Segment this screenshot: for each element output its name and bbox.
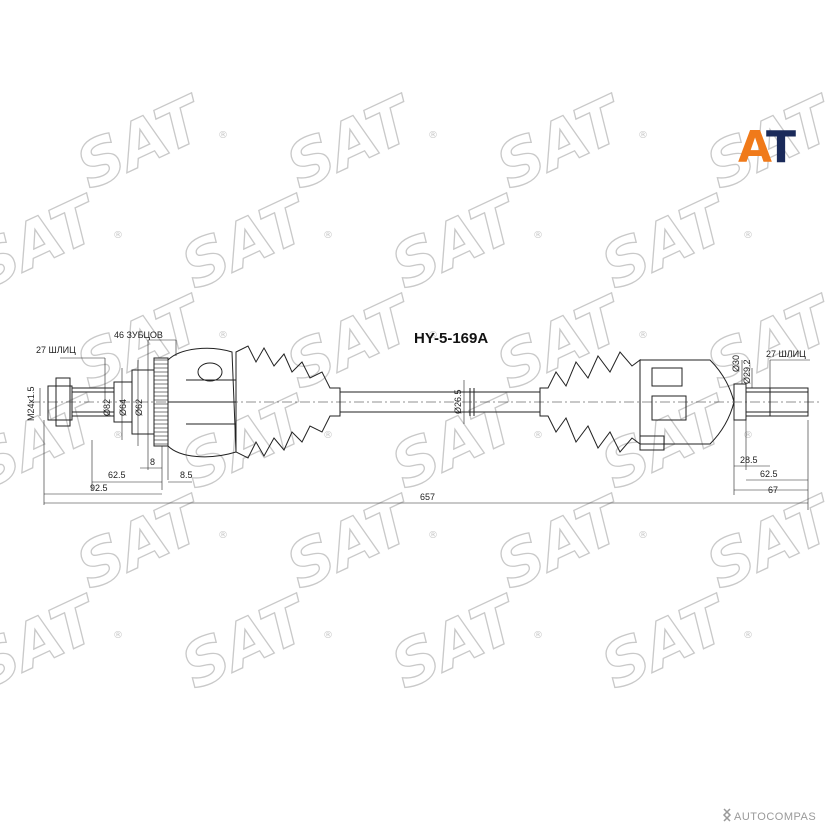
- sat-watermark: SAT: [275, 281, 427, 404]
- watermark-reg-mark: ®: [533, 230, 543, 241]
- sat-watermark: SAT: [590, 381, 742, 504]
- sat-watermark: SAT: [170, 381, 322, 504]
- autocompas-logo-icon: [722, 808, 732, 822]
- watermark-reg-mark: ®: [533, 430, 543, 441]
- sat-watermark: SAT: [170, 181, 322, 304]
- total-length: 657: [420, 492, 435, 502]
- watermark-reg-mark: ®: [113, 630, 123, 641]
- sat-watermark: SAT: [695, 281, 840, 404]
- watermark-reg-mark: ®: [638, 130, 648, 141]
- cv-ball: [197, 362, 223, 382]
- length-8: 8: [150, 457, 155, 467]
- right-spline-count: 27 ШЛИЦ: [766, 349, 806, 359]
- watermark-reg-mark: ®: [218, 530, 228, 541]
- length-62-5-left: 62.5: [108, 470, 126, 480]
- watermark-reg-mark: ®: [323, 230, 333, 241]
- right-spline-shaft: [745, 387, 809, 417]
- sat-watermark: SAT: [485, 81, 637, 204]
- length-67: 67: [768, 485, 778, 495]
- watermark-reg-mark: ®: [428, 530, 438, 541]
- watermark-reg-mark: ®: [743, 630, 753, 641]
- boot-clamp: [639, 435, 665, 451]
- right-diameter-30: Ø30: [731, 355, 741, 372]
- footer-brand: AUTOCOMPAS: [722, 808, 816, 823]
- part-number-title: HY-5-169A: [414, 330, 488, 347]
- sat-watermark: SAT: [590, 181, 742, 304]
- left-spline-count: 27 ШЛИЦ: [36, 345, 76, 355]
- watermark-reg-mark: ®: [638, 330, 648, 341]
- diameter-64: Ø64: [118, 399, 128, 416]
- length-28-5: 28.5: [740, 455, 758, 465]
- diameter-82: Ø82: [102, 399, 112, 416]
- sat-watermark: SAT: [275, 481, 427, 604]
- dimension-lines: [39, 339, 810, 510]
- watermark-reg-mark: ®: [323, 630, 333, 641]
- watermark-reg-mark: ®: [113, 430, 123, 441]
- watermark-reg-mark: ®: [113, 230, 123, 241]
- dimension-labels: 27 ШЛИЦ 46 ЗУБЦОВ M24x1.5 Ø82 Ø64 Ø62 8 …: [26, 330, 806, 502]
- length-8-5: 8.5: [180, 470, 193, 480]
- watermark-reg-mark: ®: [323, 430, 333, 441]
- right-diameter-29-2: Ø29.2: [742, 359, 752, 384]
- sat-watermark: SAT: [170, 581, 322, 704]
- watermark-reg-mark: ®: [743, 430, 753, 441]
- sat-watermark: SAT: [485, 481, 637, 604]
- thread-size: M24x1.5: [26, 386, 36, 421]
- logo-letter-a: A: [738, 122, 772, 173]
- diameter-62: Ø62: [134, 399, 144, 416]
- outer-boot: [235, 345, 341, 459]
- sat-watermark: SAT: [275, 81, 427, 204]
- drive-shaft-drawing: [30, 345, 820, 459]
- sat-watermark: SAT: [485, 281, 637, 404]
- shaft-diameter: Ø26.5: [453, 389, 463, 414]
- watermark-reg-mark: ®: [743, 230, 753, 241]
- tripod-roller-center: [651, 395, 687, 421]
- watermark-reg-mark: ®: [428, 130, 438, 141]
- abs-teeth: [154, 359, 168, 445]
- sat-watermark: SAT: [65, 281, 217, 404]
- left-nut: [55, 377, 71, 427]
- watermark-reg-mark: ®: [533, 630, 543, 641]
- sat-watermark: SAT: [65, 81, 217, 204]
- sat-watermark: SAT: [380, 581, 532, 704]
- watermark-reg-mark: ®: [638, 530, 648, 541]
- footer-label: AUTOCOMPAS: [734, 811, 816, 823]
- watermark-reg-mark: ®: [218, 130, 228, 141]
- logo-letter-t: T: [766, 122, 796, 173]
- sat-watermark: SAT: [380, 181, 532, 304]
- sat-watermark: SAT: [590, 581, 742, 704]
- watermark-reg-mark: ®: [428, 330, 438, 341]
- brand-logo: A T: [738, 122, 796, 173]
- tripod-roller-top: [651, 367, 683, 387]
- watermark-reg-mark: ®: [218, 330, 228, 341]
- sat-watermark: SAT: [65, 481, 217, 604]
- sat-watermark: SAT: [695, 481, 840, 604]
- length-62-5-right: 62.5: [760, 469, 778, 479]
- length-92-5: 92.5: [90, 483, 108, 493]
- tooth-count: 46 ЗУБЦОВ: [114, 330, 163, 340]
